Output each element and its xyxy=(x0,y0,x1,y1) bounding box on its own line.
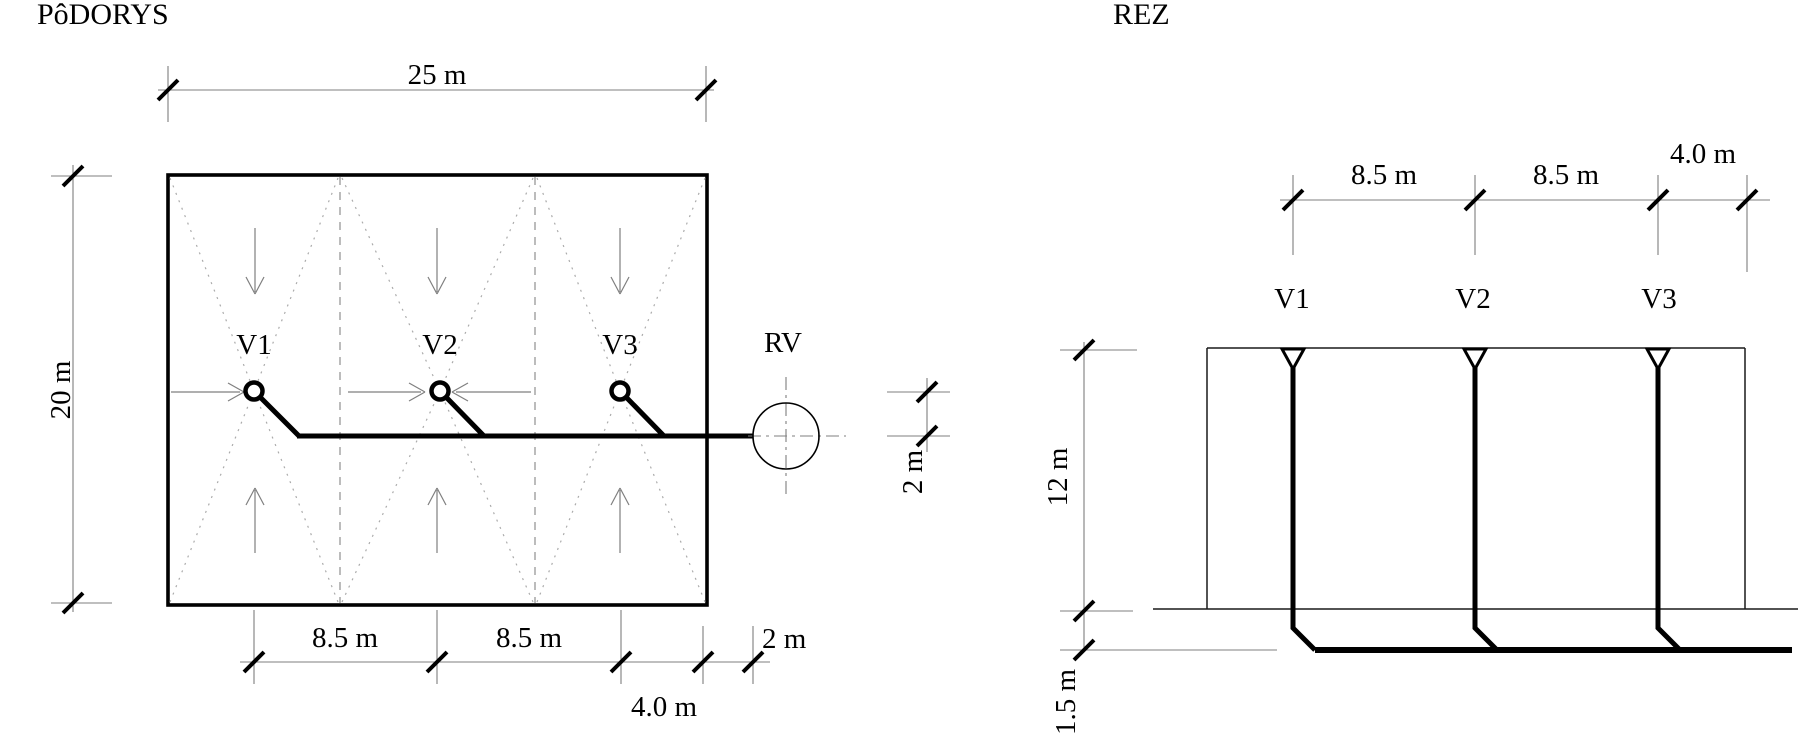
section-downpipes xyxy=(1290,367,1792,653)
plan-shaft-label: RV xyxy=(764,327,802,359)
roof-drain-funnel-icon xyxy=(1645,347,1671,371)
roof-drain-funnel-icon xyxy=(1462,347,1488,371)
drain-symbol xyxy=(246,383,263,400)
plan-dim-height-label: 20 m xyxy=(45,360,77,419)
plan-drain-label-v2: V2 xyxy=(422,329,457,361)
plan-drain-label-v1: V1 xyxy=(236,329,271,361)
section-drain-label-v1: V1 xyxy=(1274,283,1309,315)
section-dim-depth-label: 1.5 m xyxy=(1050,669,1082,736)
plan-dim-top: 25 m xyxy=(156,59,718,122)
section-dim-top-label-1: 8.5 m xyxy=(1351,159,1418,191)
plan-view: PôDORYS 25 m 20 m xyxy=(37,0,950,723)
plan-dim-bottom: 8.5 m 8.5 m 4.0 m 2 m xyxy=(240,610,807,723)
plan-drainage-piping xyxy=(257,394,753,439)
plan-dim-bottom-label-2: 8.5 m xyxy=(496,622,563,654)
section-view: REZ 8.5 m 8.5 m 4.0 m V1 V2 V3 xyxy=(1042,0,1798,735)
plan-dim-bottom-label-4: 2 m xyxy=(762,623,807,655)
plan-roof-valley-lines xyxy=(339,177,536,603)
rv-shaft-symbol xyxy=(748,377,846,496)
section-dim-top: 8.5 m 8.5 m 4.0 m xyxy=(1280,138,1770,272)
section-dim-top-label-2: 8.5 m xyxy=(1533,159,1600,191)
up-arrow-icon xyxy=(427,487,447,553)
section-drain-label-v3: V3 xyxy=(1641,283,1676,315)
plan-flow-arrows xyxy=(171,228,630,553)
section-dim-height-label: 12 m xyxy=(1042,447,1074,506)
right-arrow-icon xyxy=(171,382,245,402)
plan-dim-left: 20 m xyxy=(45,164,112,615)
down-arrow-icon xyxy=(427,228,447,295)
down-arrow-icon xyxy=(245,228,265,295)
plan-title: PôDORYS xyxy=(37,0,169,31)
drain-symbol xyxy=(612,383,629,400)
roof-drain-funnel-icon xyxy=(1280,347,1306,371)
plan-dim-bottom-label-1: 8.5 m xyxy=(312,622,379,654)
up-arrow-icon xyxy=(610,487,630,553)
left-arrow-icon xyxy=(451,382,531,402)
plan-dim-width-label: 25 m xyxy=(408,59,467,91)
up-arrow-icon xyxy=(245,487,265,553)
section-drain-label-v2: V2 xyxy=(1455,283,1490,315)
plan-dim-offset: 2 m xyxy=(887,378,950,494)
section-dim-top-label-3: 4.0 m xyxy=(1670,138,1737,170)
plan-dim-bottom-label-3: 4.0 m xyxy=(631,691,698,723)
right-arrow-icon xyxy=(348,382,426,402)
section-dim-left: 12 m 1.5 m xyxy=(1042,338,1277,736)
plan-drain-label-v3: V3 xyxy=(602,329,637,361)
plan-dim-offset-label: 2 m xyxy=(897,449,929,494)
plan-roof-slope-lines xyxy=(169,177,706,603)
down-arrow-icon xyxy=(610,228,630,295)
section-title: REZ xyxy=(1113,0,1170,31)
drain-symbol xyxy=(432,383,449,400)
